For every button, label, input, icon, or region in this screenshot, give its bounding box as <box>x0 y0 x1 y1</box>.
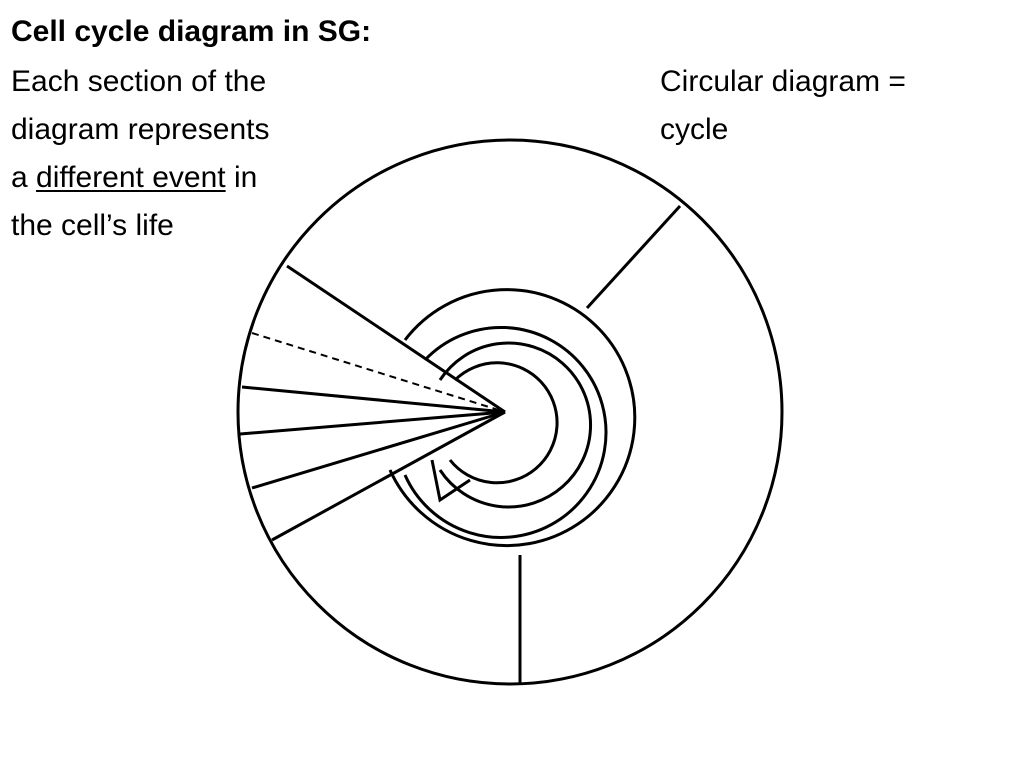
outer-cycle-circle <box>236 138 784 686</box>
divider-left-1 <box>241 385 506 414</box>
right-note: Circular diagram = cycle <box>660 58 906 154</box>
cycle-arrowhead-icon <box>430 459 471 503</box>
slide-title: Cell cycle diagram in SG: <box>11 15 372 48</box>
inner-ring-arc-outer <box>388 288 637 548</box>
right-note-line-2: cycle <box>660 113 729 146</box>
left-note-line-2: diagram represents <box>11 113 270 146</box>
left-note-underlined-phrase: different event <box>36 161 226 194</box>
left-note-line-3-start: a <box>11 161 37 194</box>
divider-top-right <box>585 204 682 310</box>
inner-ring-arc-core <box>448 361 559 485</box>
right-note-line-1: Circular diagram = <box>660 65 906 98</box>
divider-upper-left <box>286 264 506 414</box>
divider-left-3 <box>251 410 506 490</box>
left-note: Each section of the diagram represents a… <box>11 58 269 250</box>
left-note-line-3: a different event in <box>11 154 269 202</box>
left-note-line-1: Each section of the <box>11 65 267 98</box>
left-note-line-3-end: in <box>225 161 258 194</box>
inner-ring-arc-middle <box>403 325 608 539</box>
inner-ring-arc-inner <box>438 341 593 509</box>
divider-left-2 <box>239 410 506 436</box>
left-note-line-4: the cell’s life <box>11 209 174 242</box>
divider-dashed <box>251 332 506 413</box>
divider-lower-left <box>271 410 506 542</box>
